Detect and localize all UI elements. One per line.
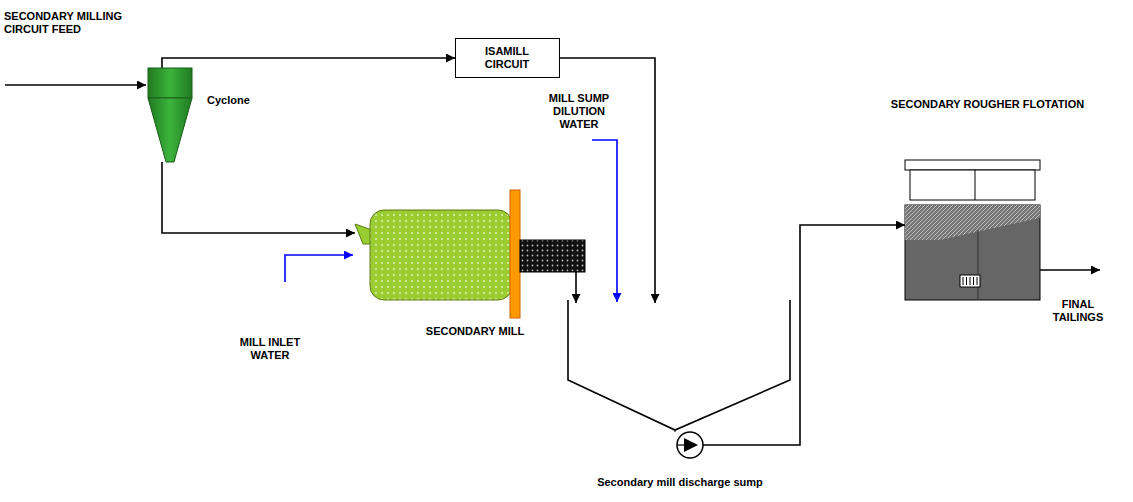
mill-node-drawing <box>355 188 590 348</box>
node-label: SECONDARY MILL <box>395 325 555 338</box>
outlet-label: FINAL TAILINGS <box>1043 298 1113 324</box>
sump-node-drawing <box>560 295 800 500</box>
water-label: MILL INLET WATER <box>228 336 312 362</box>
mill-node: SECONDARY MILL <box>355 188 590 348</box>
cyclone-node-drawing <box>145 68 195 168</box>
inlet-water-line <box>285 255 353 282</box>
sump-node: Secondary mill discharge sump <box>560 295 800 500</box>
process-box: ISAMILL CIRCUIT <box>455 38 560 78</box>
water-label: MILL SUMP DILUTION WATER <box>538 92 620 131</box>
cyclone-node: Cyclone <box>145 68 195 168</box>
dilution-water-line <box>592 140 617 302</box>
tailings-line <box>1040 269 1100 271</box>
box-label: ISAMILL CIRCUIT <box>464 45 550 71</box>
flow-connector <box>162 58 455 68</box>
node-label: Secondary mill discharge sump <box>560 476 800 489</box>
node-label: SECONDARY ROUGHER FLOTATION <box>880 98 1095 111</box>
flow-connector <box>162 162 355 233</box>
feed-line <box>5 84 146 86</box>
flow-connector <box>703 225 905 445</box>
feed-label: SECONDARY MILLING CIRCUIT FEED <box>4 10 122 36</box>
flotation-cell-drawing <box>880 90 1095 300</box>
node-label: Cyclone <box>207 94 267 107</box>
flotation-cell: SECONDARY ROUGHER FLOTATION <box>880 90 1095 300</box>
flow-connector <box>575 272 577 303</box>
